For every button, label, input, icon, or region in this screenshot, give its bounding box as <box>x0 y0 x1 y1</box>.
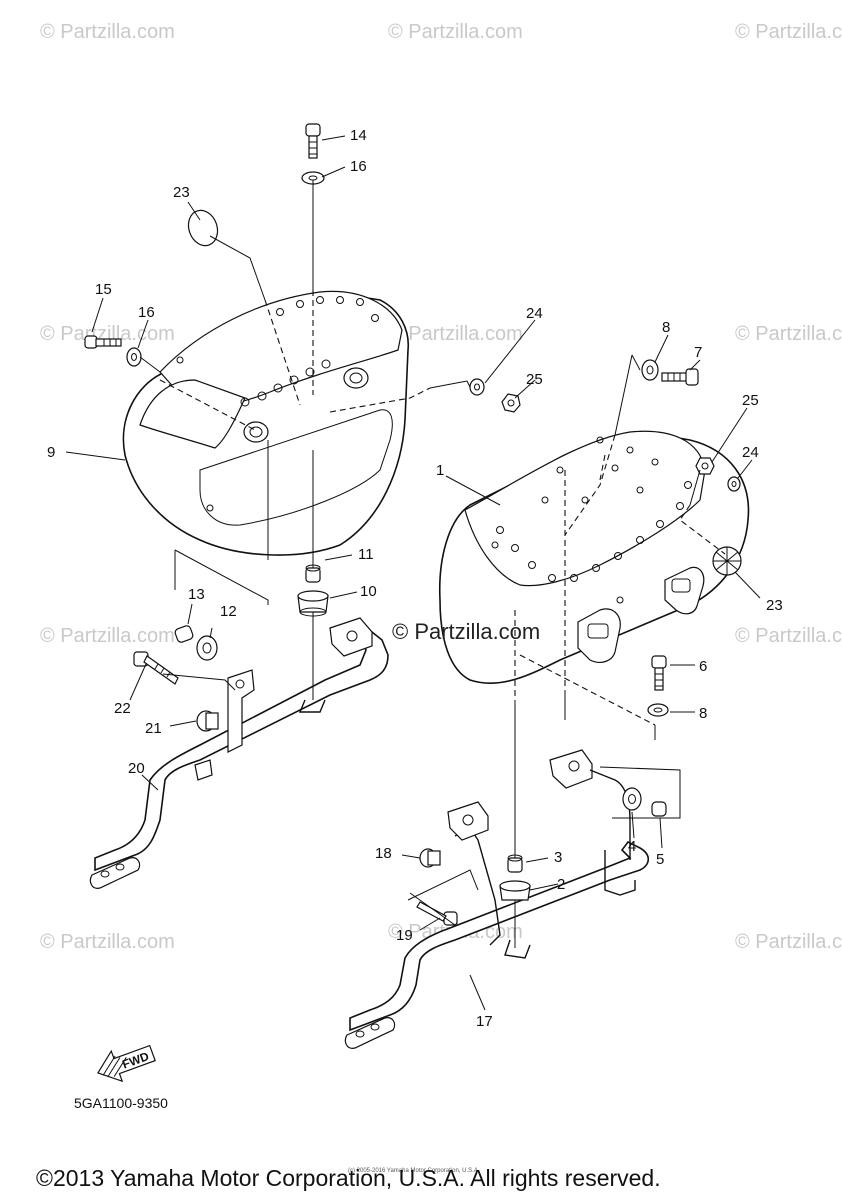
part-code: 5GA1100-9350 <box>74 1095 168 1111</box>
watermark: © Partzilla.com <box>40 931 175 953</box>
callout-2: 2 <box>557 876 565 893</box>
callout-8: 8 <box>699 705 707 722</box>
right-bracket <box>344 749 650 1049</box>
callout-23: 23 <box>173 184 190 201</box>
watermark: © Partzilla.com <box>40 625 175 647</box>
callout-17: 17 <box>476 1013 493 1030</box>
center-watermark: © Partzilla.com <box>392 619 540 644</box>
callout-7: 7 <box>694 344 702 361</box>
callout-13: 13 <box>188 586 205 603</box>
callout-leaders <box>65 135 761 1011</box>
right-bag-rivets <box>491 436 692 604</box>
callout-8: 8 <box>662 319 670 336</box>
callout-24: 24 <box>526 305 543 322</box>
assembly-lines <box>139 180 726 948</box>
callout-25: 25 <box>526 371 543 388</box>
tiny-notice: (c) 2005-2016 Yamaha Motor Corporation, … <box>348 1168 480 1174</box>
watermark: © Partzilla.com <box>735 21 842 43</box>
copyright-notice: ©2013 Yamaha Motor Corporation, U.S.A. A… <box>36 1165 661 1191</box>
callout-21: 21 <box>145 720 162 737</box>
callout-1: 1 <box>436 462 444 479</box>
watermark: © Partzilla.com <box>735 625 842 647</box>
right-saddlebag <box>438 430 750 684</box>
watermark: © Partzilla.com <box>735 323 842 345</box>
watermark: © Partzilla.com <box>735 931 842 953</box>
fwd-arrow-icon: FWD <box>97 1044 156 1083</box>
watermark: © Partzilla.com <box>40 21 175 43</box>
watermark: © Partzilla.com <box>388 21 523 43</box>
callout-19: 19 <box>396 927 413 944</box>
callout-22: 22 <box>114 700 131 717</box>
callout-9: 9 <box>47 444 55 461</box>
callout-12: 12 <box>220 603 237 620</box>
left-bracket <box>89 617 389 889</box>
callout-6: 6 <box>699 658 707 675</box>
callout-3: 3 <box>554 849 562 866</box>
left-bag-rivets <box>176 296 379 512</box>
callout-14: 14 <box>350 127 367 144</box>
watermark: © Partzilla.com <box>388 323 523 345</box>
callout-23: 23 <box>766 597 783 614</box>
callout-15: 15 <box>95 281 112 298</box>
callout-16: 16 <box>350 158 367 175</box>
callout-20: 20 <box>128 760 145 777</box>
callout-24: 24 <box>742 444 759 461</box>
callout-5: 5 <box>656 851 664 868</box>
watermark-grid: © Partzilla.com © Partzilla.com © Partzi… <box>40 21 842 953</box>
callout-4: 4 <box>628 838 636 855</box>
callout-10: 10 <box>360 583 377 600</box>
callout-25: 25 <box>742 392 759 409</box>
callout-18: 18 <box>375 845 392 862</box>
callout-11: 11 <box>358 546 374 563</box>
callout-16: 16 <box>138 304 155 321</box>
small-parts <box>84 123 741 926</box>
callout-numbers: 14 16 23 15 16 9 24 25 8 7 25 24 1 23 11… <box>47 127 783 1030</box>
